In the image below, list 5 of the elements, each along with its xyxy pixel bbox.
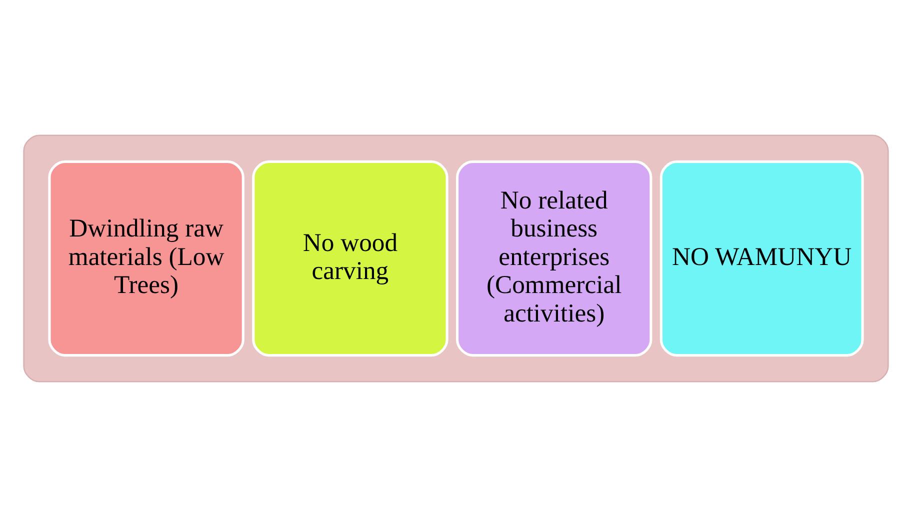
node-box: No wood carving [252,160,448,356]
node-box: Dwindling raw materials (Low Trees) [48,160,244,356]
cluster [23,134,889,382]
node-box: NO WAMUNYU [660,160,864,356]
node-box: No related business enterprises (Commercial activities) [456,160,652,356]
